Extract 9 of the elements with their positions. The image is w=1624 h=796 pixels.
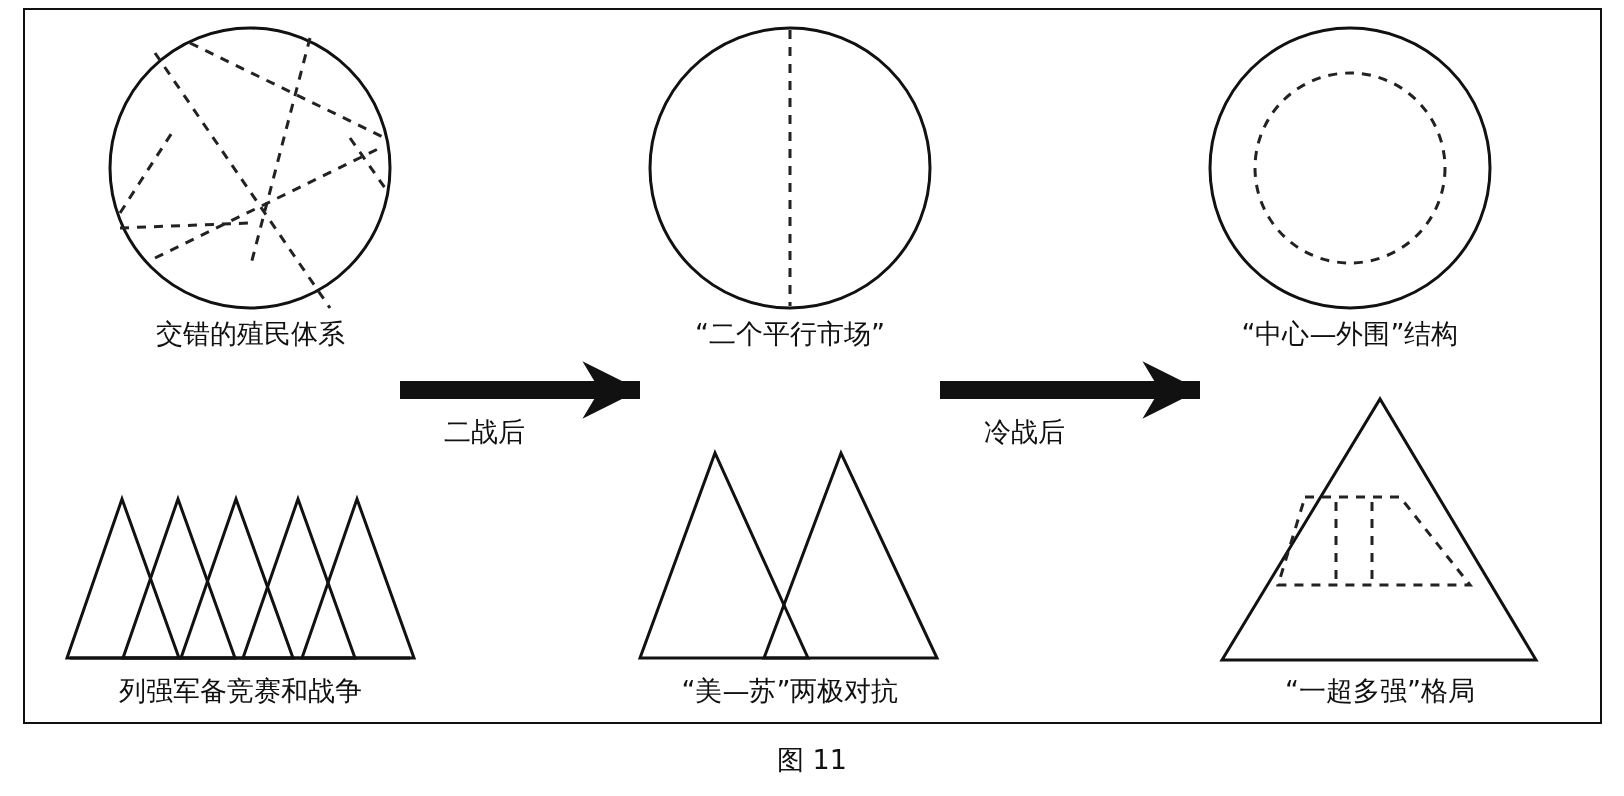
figure-label: 交错的殖民体系 <box>154 318 346 350</box>
figure-label: “一超多强”格局 <box>1284 675 1476 707</box>
figure-label: “美—苏”两极对抗 <box>680 675 900 707</box>
figure-caption: 图 11 <box>776 743 848 777</box>
thick-arrow <box>400 361 640 419</box>
thick-arrow <box>940 361 1200 419</box>
figure-label: “中心—外围”结构 <box>1240 318 1460 350</box>
figure-label: 列强军备竞赛和战争 <box>117 675 363 707</box>
figure-label: “二个平行市场” <box>694 318 886 350</box>
